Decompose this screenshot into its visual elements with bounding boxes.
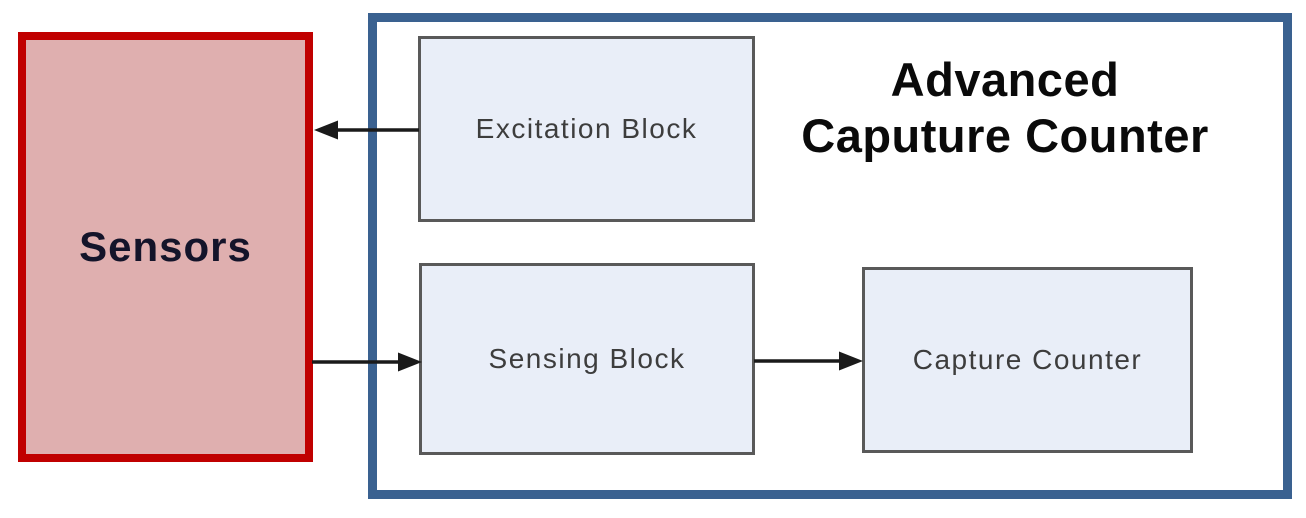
container-title-line1: Advanced [890, 53, 1120, 106]
sensors-block: Sensors [18, 32, 313, 462]
arrowhead-left-icon [314, 120, 338, 140]
excitation-block: Excitation Block [418, 36, 755, 222]
capture-counter-block: Capture Counter [862, 267, 1193, 453]
container-title-line2: Caputure Counter [801, 109, 1209, 163]
advanced-capture-counter-container: Advanced Caputure Counter Excitation Blo… [368, 13, 1292, 499]
capture-counter-block-label: Capture Counter [912, 344, 1143, 375]
excitation-block-label: Excitation Block [475, 113, 698, 144]
sensing-block: Sensing Block [419, 263, 755, 455]
sensing-block-label: Sensing Block [488, 343, 686, 374]
sensors-label: Sensors [79, 223, 252, 270]
container-title: Advanced Caputure Counter [760, 52, 1250, 165]
